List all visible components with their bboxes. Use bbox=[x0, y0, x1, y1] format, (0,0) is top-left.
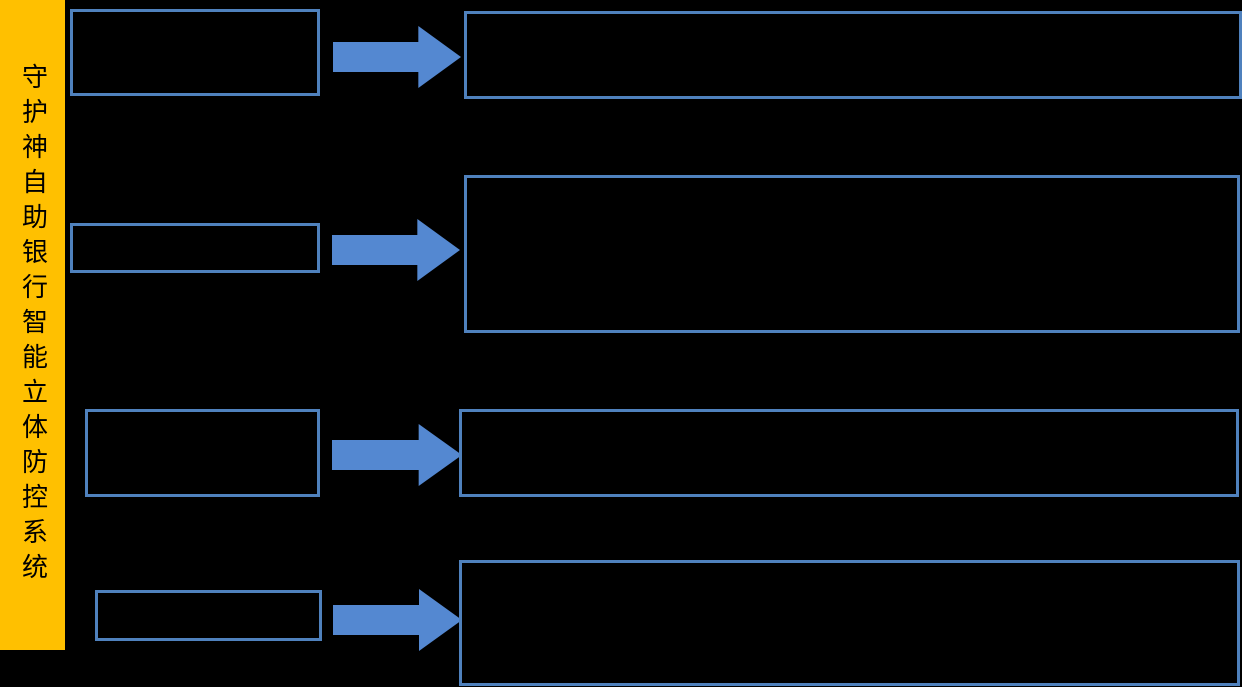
title-bar: 守护神自助银行智能立体防控系统 bbox=[0, 0, 65, 650]
flow-source-box-1 bbox=[70, 9, 320, 96]
vertical-title: 守护神自助银行智能立体防控系统 bbox=[17, 62, 48, 588]
right-arrow-icon bbox=[332, 424, 462, 486]
right-arrow-icon bbox=[332, 219, 460, 281]
flow-source-box-2 bbox=[70, 223, 320, 273]
flow-target-box-4 bbox=[459, 560, 1240, 686]
flow-target-box-3 bbox=[459, 409, 1239, 497]
flow-source-box-4 bbox=[95, 590, 322, 641]
flow-target-box-2 bbox=[464, 175, 1240, 333]
flow-source-box-3 bbox=[85, 409, 320, 497]
flow-target-box-1 bbox=[464, 11, 1242, 99]
right-arrow-icon bbox=[333, 26, 461, 88]
right-arrow-icon bbox=[333, 589, 462, 651]
